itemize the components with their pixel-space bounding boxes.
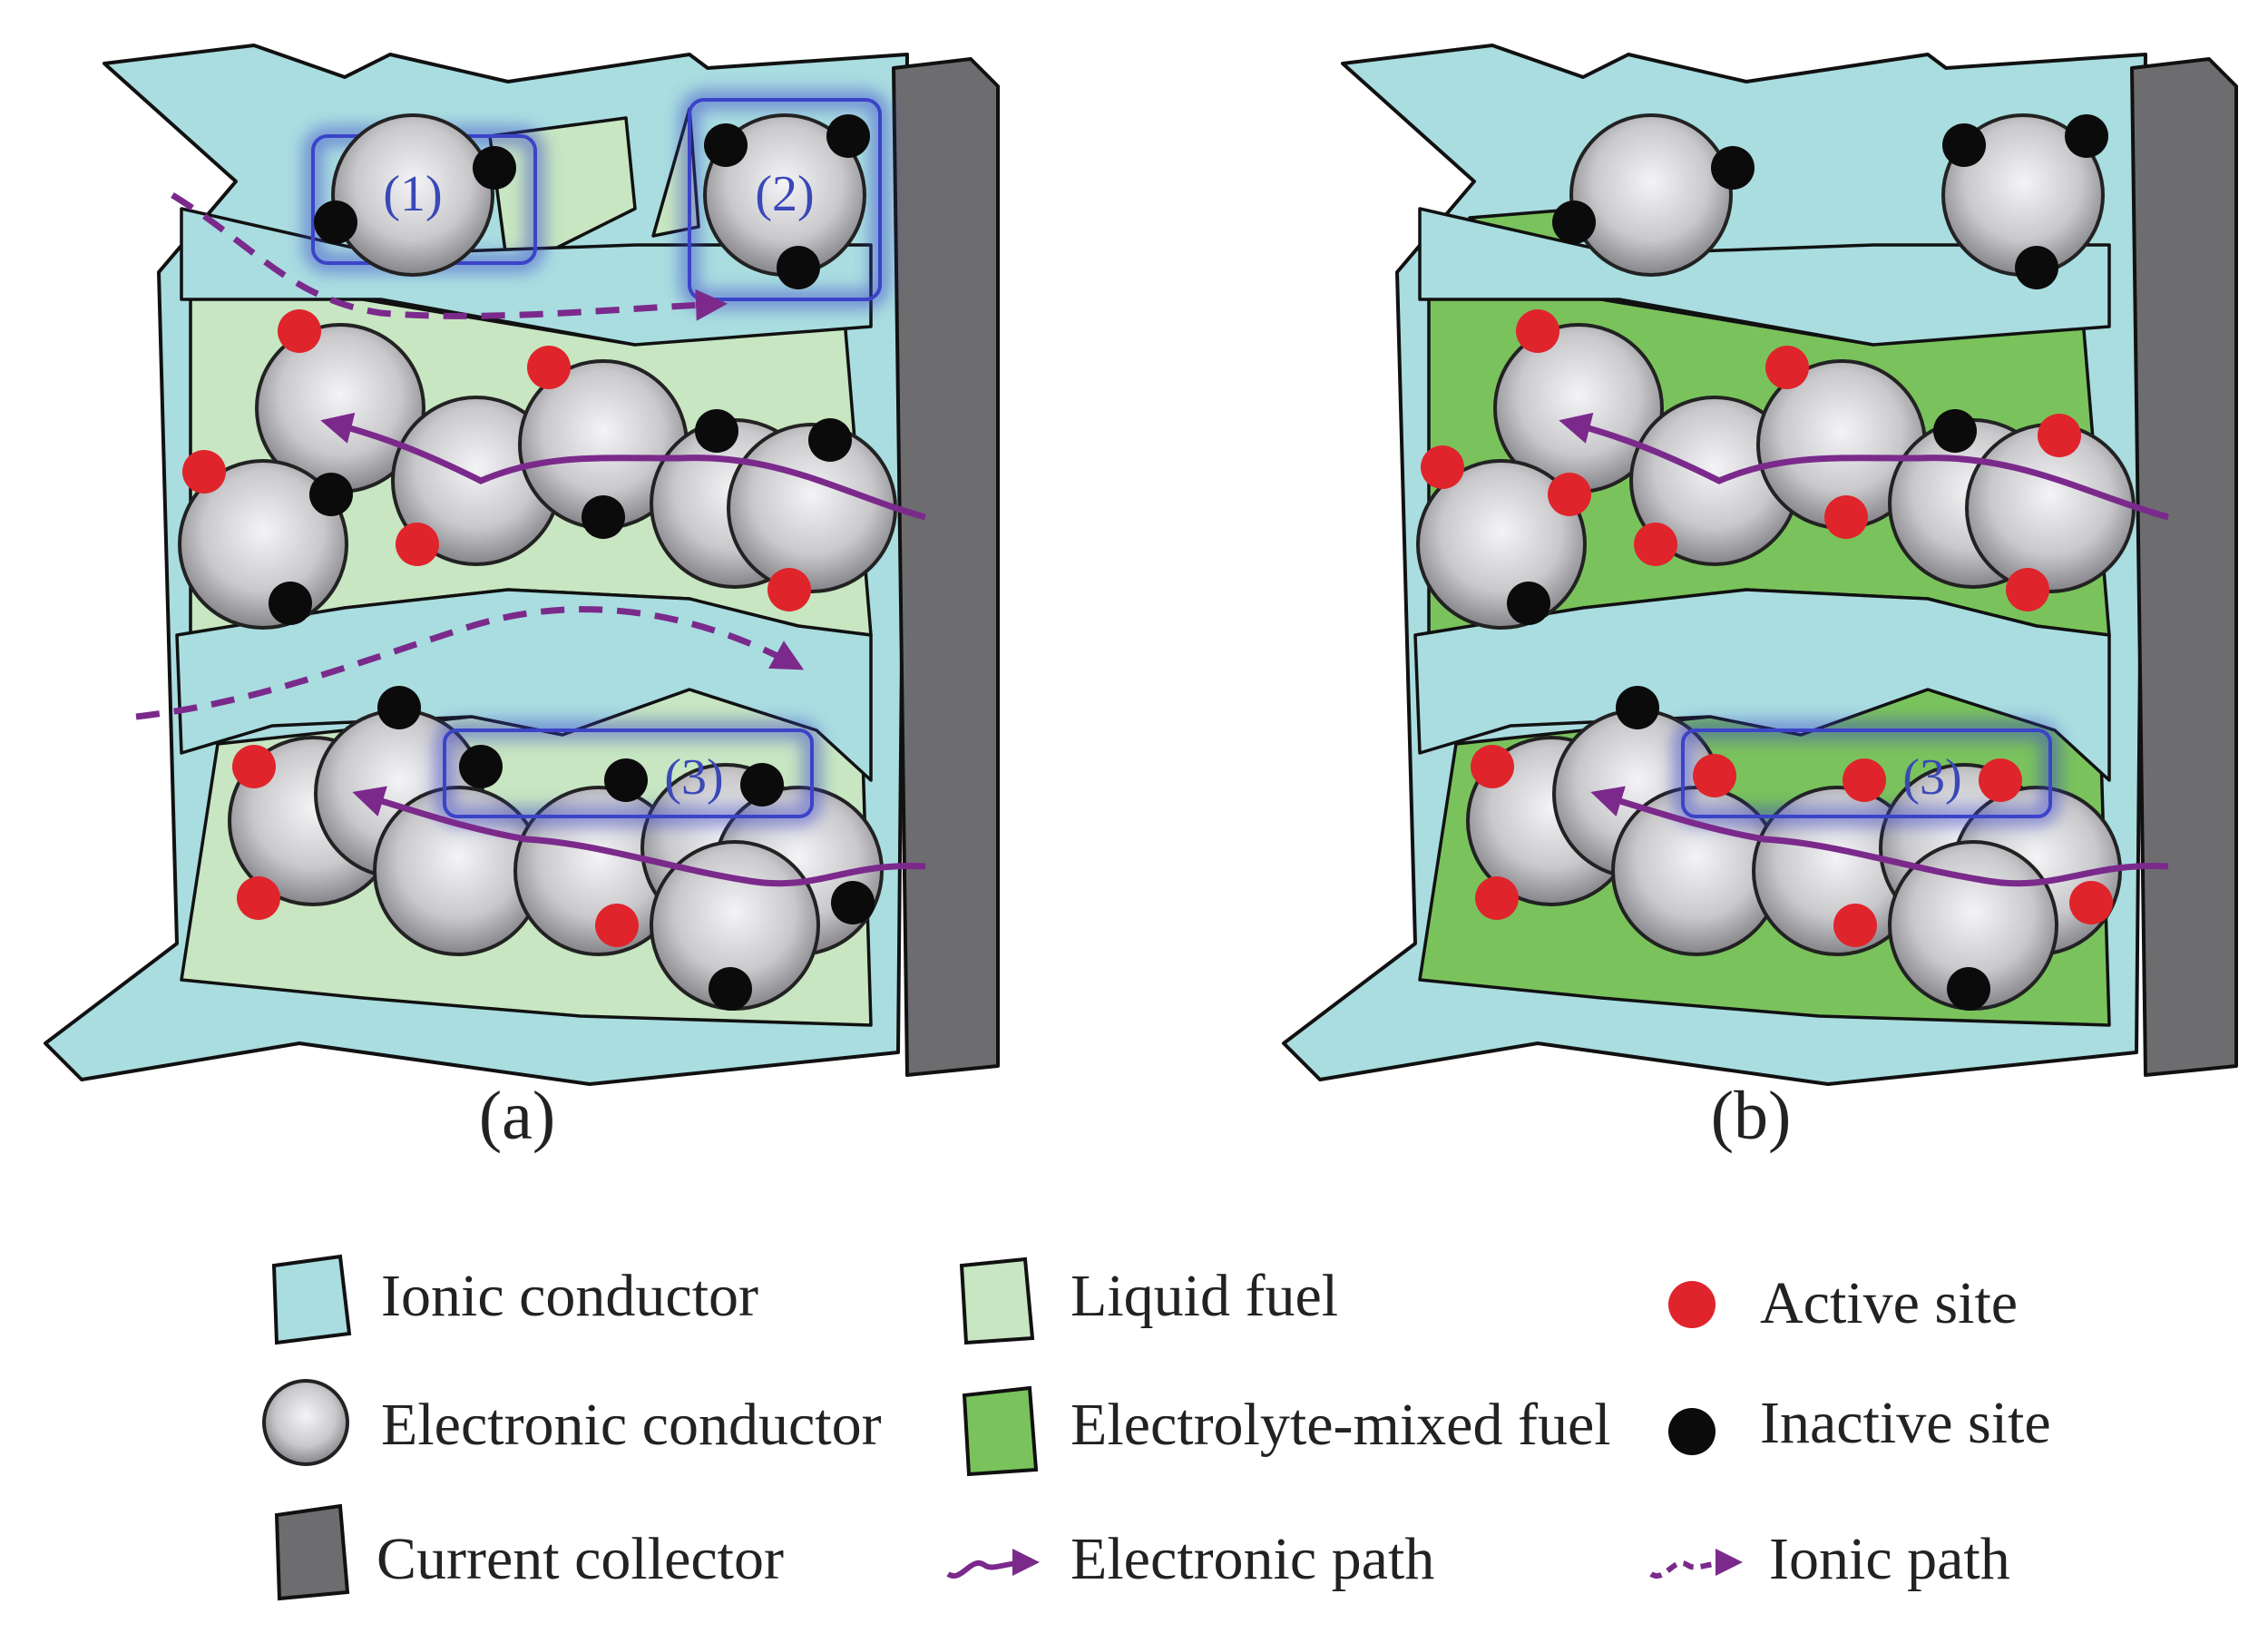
- panel-label-a: (a): [479, 1078, 555, 1154]
- active-sites-b: [1421, 309, 2113, 947]
- legend-label-active-site: Active site: [1760, 1270, 2018, 1336]
- current-collector-swatch-icon: [274, 1503, 350, 1601]
- ionic-path-a1: [171, 192, 728, 321]
- electrolyte-mixed-fuel-swatch-icon: [962, 1385, 1039, 1477]
- highlight-box-3b: [1674, 721, 2059, 826]
- legend-label-electronic-path: Electronic path: [1070, 1526, 1434, 1592]
- inactive-sites-a: [269, 114, 875, 1011]
- electronic-path-b1: [1559, 412, 2169, 521]
- electronic-path-b2: [1590, 786, 2169, 887]
- panel-label-b: (b): [1711, 1078, 1792, 1154]
- highlight-box-3a: [435, 721, 821, 826]
- legend-item-electronic-conductor: Electronic conductor: [262, 1379, 882, 1466]
- legend-label-electrolyte-mixed-fuel: Electrolyte-mixed fuel: [1070, 1392, 1611, 1458]
- legend-item-liquid-fuel: Liquid fuel: [959, 1257, 1338, 1345]
- legend-item-current-collector: Current collector: [274, 1503, 784, 1601]
- current-collector-a: [892, 57, 1000, 1077]
- active-site-icon: [1668, 1281, 1716, 1328]
- inactive-site-icon: [1668, 1408, 1716, 1455]
- legend-item-inactive-site: Inactive site: [1668, 1390, 2051, 1456]
- ionic-path-a2: [135, 606, 805, 720]
- legend-item-electronic-path: Electronic path: [946, 1526, 1434, 1592]
- highlight-box-2: [680, 91, 889, 308]
- legend-item-active-site: Active site: [1668, 1270, 2018, 1336]
- electronic-path-icon: [946, 1549, 1040, 1579]
- legend-label-electronic-conductor: Electronic conductor: [381, 1392, 882, 1458]
- current-collector-b: [2130, 57, 2238, 1077]
- legend: Ionic conductor Liquid fuel Active site …: [262, 1254, 2051, 1601]
- legend-item-ionic-path: Ionic path: [1649, 1526, 2010, 1592]
- electronic-path-a2: [352, 786, 926, 887]
- panel-b: (3) (b): [1282, 44, 2238, 1154]
- legend-label-current-collector: Current collector: [376, 1526, 784, 1592]
- ionic-path-icon: [1649, 1549, 1743, 1579]
- electronic-conductor-icon: [262, 1379, 349, 1466]
- legend-label-ionic-path: Ionic path: [1769, 1526, 2010, 1592]
- region-label-3a: (3): [664, 749, 723, 806]
- active-sites-a: [182, 309, 811, 947]
- inactive-sites-b: [1507, 114, 2108, 1011]
- region-label-3b: (3): [1902, 749, 1961, 806]
- region-label-1: (1): [383, 166, 442, 222]
- liquid-fuel-swatch-icon: [959, 1257, 1035, 1345]
- ionic-conductor-swatch-icon: [271, 1254, 352, 1345]
- panel-a: (1) (2) (3) (a): [44, 44, 1000, 1154]
- region-label-2: (2): [755, 166, 814, 222]
- electronic-path-a1: [320, 412, 926, 521]
- legend-label-ionic-conductor: Ionic conductor: [381, 1263, 758, 1329]
- legend-label-liquid-fuel: Liquid fuel: [1070, 1263, 1338, 1329]
- legend-label-inactive-site: Inactive site: [1760, 1390, 2051, 1456]
- legend-item-electrolyte-mixed-fuel: Electrolyte-mixed fuel: [962, 1385, 1611, 1477]
- legend-item-ionic-conductor: Ionic conductor: [271, 1254, 758, 1345]
